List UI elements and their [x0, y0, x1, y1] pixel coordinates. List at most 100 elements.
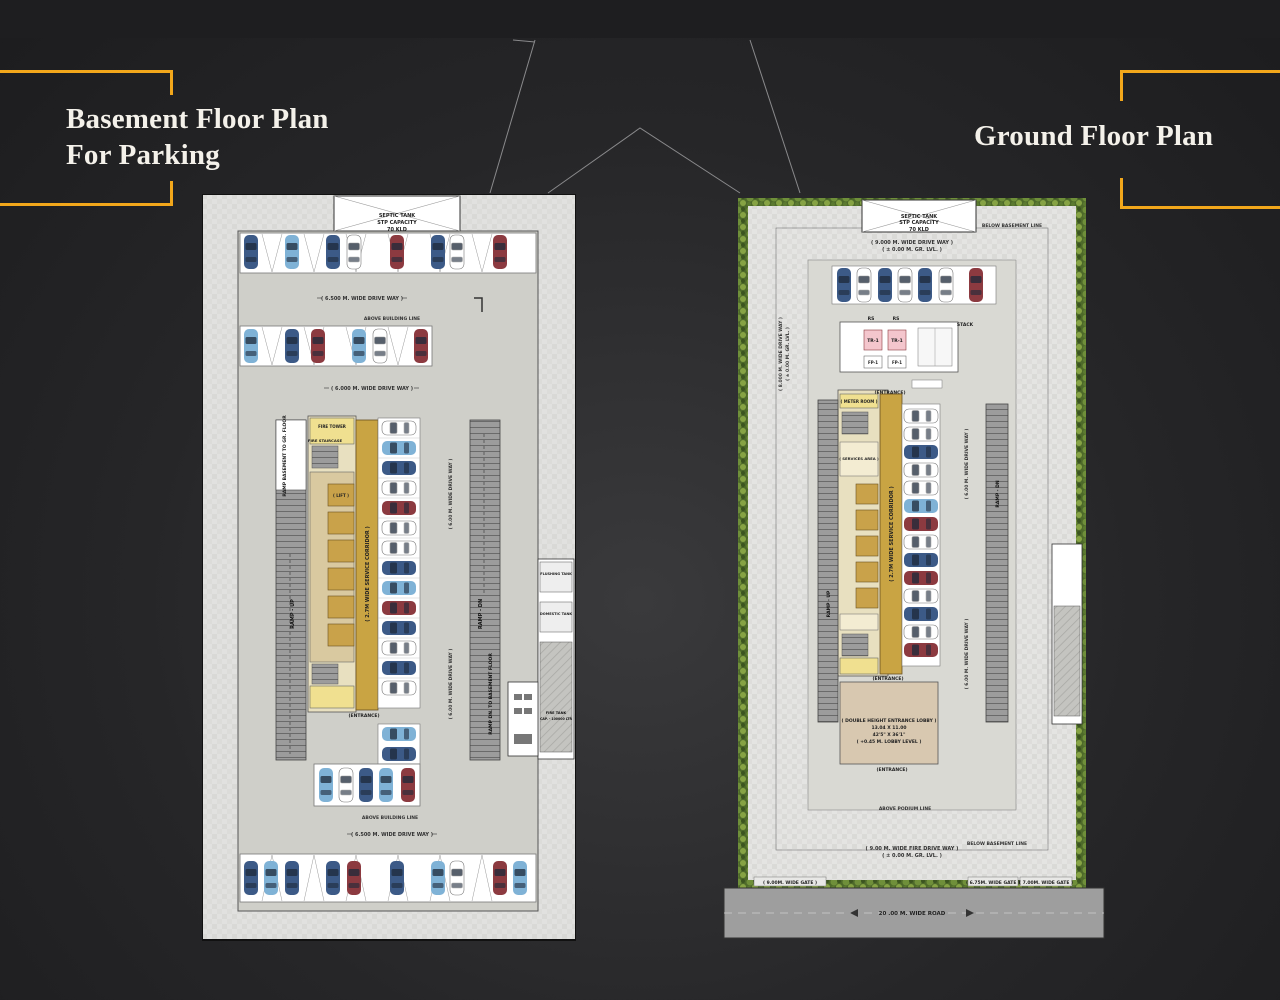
basement-bottom-parking-row — [239, 853, 537, 903]
ground-fire-driveway-label: ( 9.00 M. WIDE FIRE DRIVE WAY ) — [866, 846, 959, 852]
basement-kld-label: 70 KLD — [387, 227, 407, 233]
ground-lobby-size: 13.04 X 11.00 — [871, 725, 906, 731]
ground-car — [938, 267, 954, 303]
basement-above-building-line-bottom: ABOVE BUILDING LINE — [362, 815, 418, 821]
ground-kld-label: 70 KLD — [909, 227, 929, 233]
ground-car — [904, 643, 938, 657]
basement-ramp-left-label: RAMP BASEMENT TO GR. FLOOR — [282, 415, 288, 497]
ground-car — [837, 268, 851, 302]
ground-fp2-label: FP-1 — [892, 360, 902, 365]
ground-rs2-label: RS — [893, 316, 900, 322]
basement-car — [381, 520, 417, 536]
basement-car — [285, 235, 299, 269]
basement-side-driveway-label-2: ( 6.00 M. WIDE DRIVE WAY ) — [448, 649, 454, 720]
basement-bracket-bottom — [0, 181, 173, 206]
basement-car — [449, 234, 465, 270]
basement-car — [346, 234, 362, 270]
basement-fire-tower-label: FIRE TOWER — [318, 424, 346, 429]
ground-car — [904, 499, 938, 513]
ground-entrance-mid-label: (ENTRANCE) — [872, 676, 903, 682]
ground-gate1-label: ( 9.00M. WIDE GATE ) — [763, 880, 817, 886]
basement-entrance-label: (ENTRANCE) — [348, 713, 379, 719]
basement-fire-staircase-label: FIRE STAIRCASE — [308, 438, 343, 443]
ground-fp1-label: FP-1 — [868, 360, 878, 365]
basement-floor-plan: SEPTIC TANK STP CAPACITY 70 KLD ( 6.500 … — [202, 194, 576, 941]
basement-car — [493, 235, 507, 269]
basement-car — [244, 329, 258, 363]
ground-car — [878, 268, 892, 302]
basement-car — [285, 861, 299, 895]
basement-domestic-tank-label: DOMESTIC TANK — [540, 612, 573, 616]
ground-fire-driveway-lvl: ( ± 0.00 M. GR. LVL. ) — [882, 853, 942, 859]
ground-car — [903, 588, 939, 604]
basement-car — [381, 420, 417, 436]
basement-car — [372, 328, 388, 364]
ground-car — [903, 426, 939, 442]
ground-car — [903, 624, 939, 640]
ground-car — [903, 462, 939, 478]
ground-gate3-label: ( 7.00M. WIDE GATE ) — [1019, 880, 1073, 886]
ground-below-basement-line-top: BELOW BASEMENT LINE — [982, 223, 1042, 229]
ground-rs1-label: RS — [868, 316, 875, 322]
basement-car — [431, 235, 445, 269]
basement-lift-label: ( LIFT ) — [333, 493, 349, 498]
basement-car — [338, 767, 354, 803]
ground-lobby-title: ( DOUBLE HEIGHT ENTRANCE LOBBY ) — [842, 718, 937, 724]
basement-car — [311, 329, 325, 363]
ground-tr2-label: TR-1 — [891, 338, 903, 344]
ground-car — [897, 267, 913, 303]
basement-car — [390, 861, 404, 895]
ground-entrance-lobby — [839, 681, 939, 765]
basement-bracket-top — [0, 70, 173, 95]
basement-car — [381, 680, 417, 696]
basement-car — [382, 461, 416, 475]
basement-car — [449, 860, 465, 896]
basement-car — [382, 601, 416, 615]
ground-right-ramp — [985, 403, 1009, 723]
basement-car — [382, 441, 416, 455]
basement-car — [326, 861, 340, 895]
basement-car — [513, 861, 527, 895]
ground-right-driveway-label-2: ( 6.00 M. WIDE DRIVE WAY ) — [964, 619, 970, 690]
basement-car — [382, 501, 416, 515]
basement-car — [382, 661, 416, 675]
ground-left-driveway-lvl: ( ± 0.00 M. GR. LVL. ) — [785, 327, 791, 381]
basement-car — [347, 861, 361, 895]
basement-fire-tank-cap-label: CAP. - 100000 LTR — [540, 717, 572, 721]
basement-corridor-label: ( 2.7M WIDE SERVICE CORRIDOR ) — [365, 526, 371, 621]
basement-ramp-right-label: RAMP DN. TO BASEMENT FLOOR — [488, 653, 494, 735]
ground-car — [969, 268, 983, 302]
ground-car — [904, 553, 938, 567]
basement-flushing-tank-label: FLUSHING TANK — [540, 572, 572, 576]
basement-above-building-line-top: ABOVE BUILDING LINE — [364, 316, 420, 322]
ground-car — [903, 480, 939, 496]
basement-car — [431, 861, 445, 895]
basement-car — [244, 235, 258, 269]
ground-car — [918, 268, 932, 302]
ground-bracket-top — [1120, 70, 1280, 101]
ground-gate2-label: ( 6.75M. WIDE GATE ) — [966, 880, 1020, 886]
basement-ramp-dn-label: RAMP - DN — [478, 599, 484, 629]
ground-tr1-label: TR-1 — [867, 338, 879, 344]
basement-car — [414, 329, 428, 363]
basement-fire-tank-label: FIRE TANK — [546, 711, 567, 715]
ground-left-driveway-label: ( 8.000 M. WIDE DRIVE WAY ) — [778, 317, 784, 391]
ground-floor-plan: SEPTIC TANK STP CAPACITY 70 KLD BELOW BA… — [723, 198, 1105, 939]
ground-car — [904, 571, 938, 585]
ground-driveway-top-label: ( 9.000 M. WIDE DRIVE WAY ) — [871, 240, 953, 246]
ground-services-area-label: ( SERVICES AREA ) — [839, 456, 879, 461]
ground-below-basement-line-bottom: BELOW BASEMENT LINE — [967, 841, 1027, 847]
basement-car — [382, 727, 416, 741]
ground-road-label: 20 .00 M. WIDE ROAD — [879, 911, 946, 917]
basement-car — [493, 861, 507, 895]
ground-entrance-top-label: (ENTRANCE) — [874, 390, 905, 396]
basement-car — [382, 581, 416, 595]
basement-car — [326, 235, 340, 269]
basement-car — [381, 540, 417, 556]
ground-car — [904, 517, 938, 531]
basement-side-driveway-label: ( 6.00 M. WIDE DRIVE WAY ) — [448, 459, 454, 530]
ground-driveway-top-lvl: ( ± 0.00 M. GR. LVL. ) — [882, 247, 942, 253]
ground-ramp-dn-label: RAMP - DN — [995, 480, 1001, 507]
basement-car — [381, 480, 417, 496]
ground-meter-room-label: ( METER ROOM ) — [841, 399, 878, 404]
